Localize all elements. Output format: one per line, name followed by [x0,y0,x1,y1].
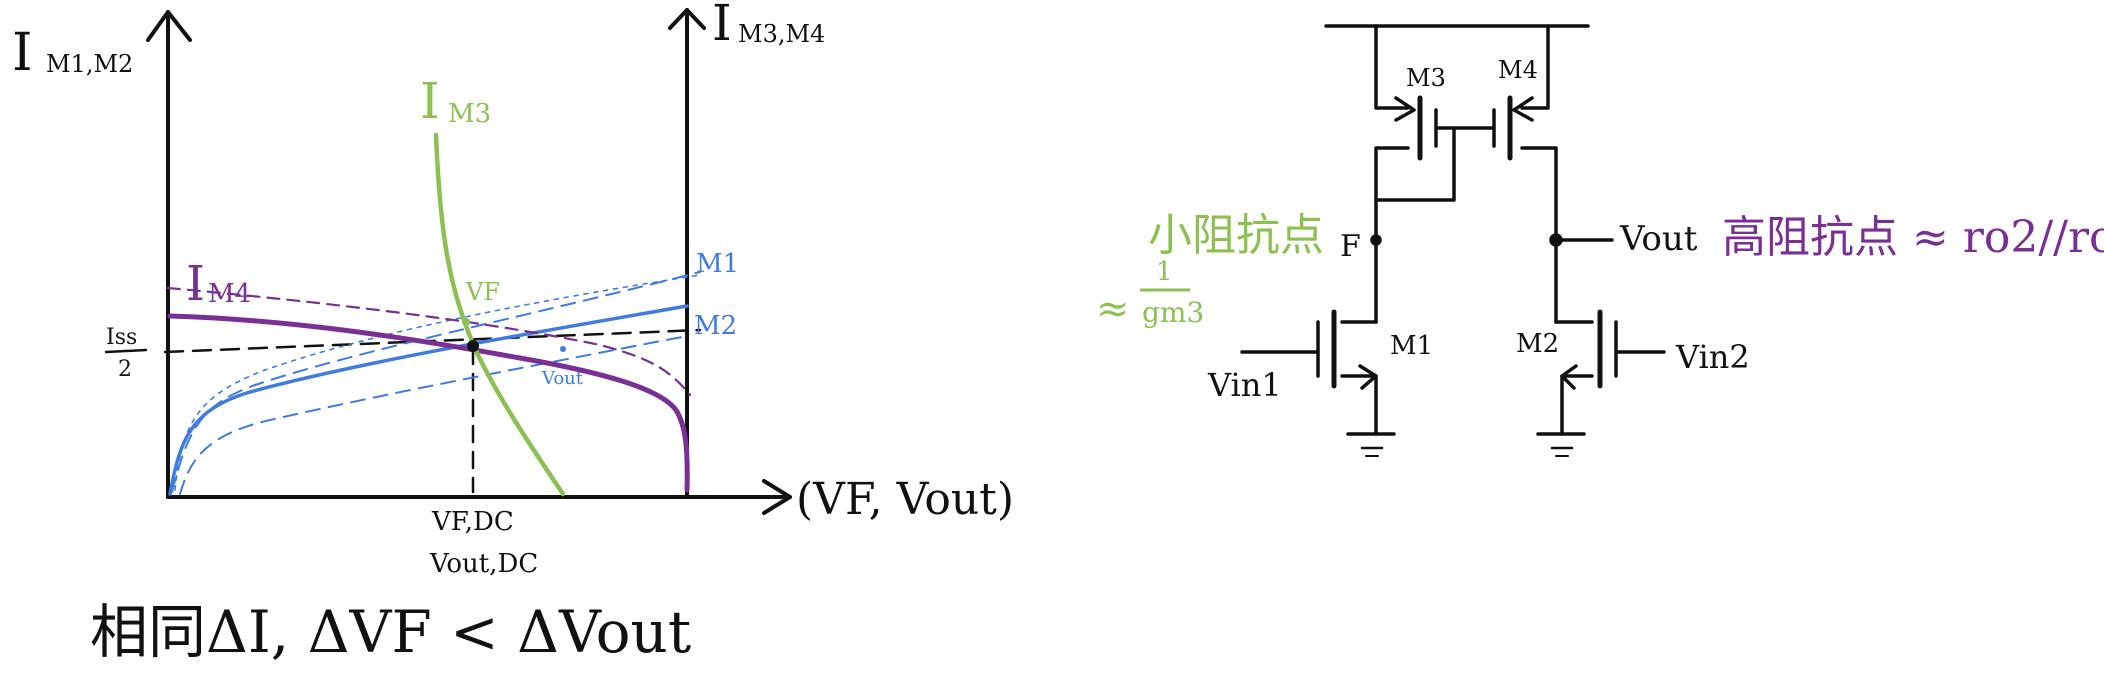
m3-source-wire [1374,24,1410,110]
m4-curve-dashed [166,286,692,397]
vin1-label: Vin1 [1207,366,1282,404]
x-axis-arrow [762,479,792,515]
f-node-dot [1370,234,1382,246]
m2-curve-label: M2 [694,311,737,341]
delta-note: 相同ΔI, ΔVF < ΔVout [90,598,691,666]
vf-dc-label: VF,DC [431,507,514,537]
low-impedance-denominator: gm3 [1142,296,1204,329]
vin2-label: Vin2 [1675,338,1750,376]
iss-numerator: Iss [106,325,137,350]
high-impedance-label: 高阻抗点 ≈ ro2//ro4 [1722,212,2104,263]
m4-source-arrow [1512,96,1534,122]
low-impedance-approx: ≈ [1096,286,1130,332]
m1-source-wire [1340,374,1378,436]
vout-point-label: Vout [541,368,584,389]
y-axis-right-arrow [668,8,706,30]
m2-source-arrow [1560,364,1578,390]
y-left-sub: M1,M2 [46,50,133,78]
iv-graph: I M1,M2 I M3,M4 I M3 I M4 M1 M2 VF Vout … [12,0,1014,579]
im3-label: I [420,72,440,130]
m3-label: M3 [1406,64,1446,92]
m4-source-wire [1520,24,1550,110]
im4-sub: M4 [208,279,251,309]
m1-curve-dashed [171,271,701,493]
vout-node-dot [1549,233,1563,247]
m3-drain-wire [1374,146,1410,202]
m2-curve-lower-dashed [179,335,688,495]
node-f-label: F [1340,229,1361,264]
iss-denominator: 2 [118,357,132,382]
y-axis-left-arrow [146,10,192,42]
y-right-label: I [712,0,732,52]
m1-curve-label: M1 [696,249,739,279]
m4-curve-solid [167,313,690,493]
m1-label: M1 [1390,331,1433,361]
low-impedance-label: 小阻抗点 [1148,210,1324,261]
y-left-label: I [12,23,33,83]
m1-source-arrow [1358,364,1378,390]
low-impedance-numerator: 1 [1156,257,1173,287]
m3-curve [433,132,566,497]
x-axis-label: (VF, Vout) [796,474,1014,525]
vout-point [560,346,566,352]
operating-point [467,340,479,352]
vout-label: Vout [1619,219,1698,259]
m2-label: M2 [1516,329,1559,359]
vout-dc-label: Vout,DC [429,549,538,579]
im3-sub: M3 [448,99,491,129]
circuit-schematic [1240,24,1666,457]
vf-point-label: VF [465,278,500,306]
m2-source-wire [1560,374,1594,436]
vf-point [462,318,470,326]
m4-label: M4 [1498,56,1538,84]
y-right-sub: M3,M4 [738,20,825,48]
m4-drain-wire [1520,146,1558,242]
im4-label: I [186,256,205,312]
m3-source-arrow [1394,96,1416,122]
circuit-labels: M3 M4 M1 M2 F Vout Vin1 Vin2 小阻抗点 ≈ 1 gm… [1096,56,2104,404]
m2-curve-upper-dashed [174,274,701,491]
m2-curve-solid [168,304,689,496]
diode-connection [1374,126,1456,202]
iss-fraction-bar [104,348,148,354]
